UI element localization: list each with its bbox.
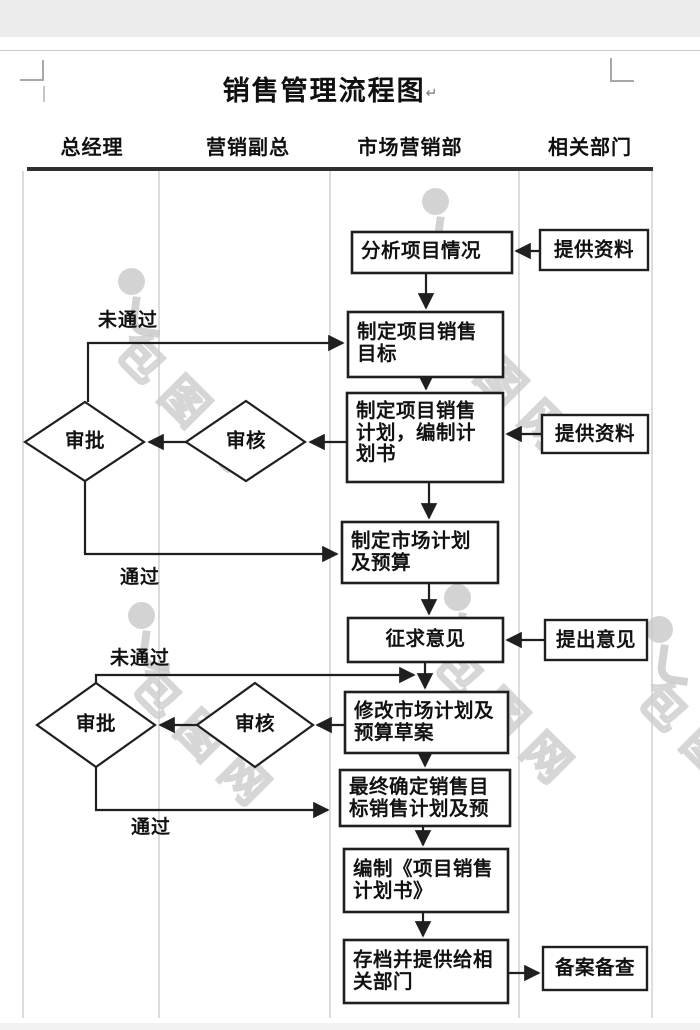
page-edge-line bbox=[0, 50, 700, 51]
watermark-logo-icon bbox=[444, 584, 471, 611]
node-archive-label: 存档并提供给相 关部门 bbox=[353, 949, 494, 993]
node-compile-label: 编制《项目销售 计划书》 bbox=[353, 858, 494, 902]
lane-header-general-manager: 总经理 bbox=[60, 137, 124, 159]
page-top-margin bbox=[0, 0, 700, 37]
watermark-logo-icon bbox=[128, 602, 155, 629]
lane-divider bbox=[329, 171, 331, 1018]
node-market-plan-box bbox=[340, 520, 500, 585]
node-finalize-label: 最终确定销售目 标销售计划及预 bbox=[349, 776, 490, 820]
node-revise-label: 修改市场计划及 预算草案 bbox=[354, 700, 495, 744]
node-solicit-label: 征求意见 bbox=[385, 628, 466, 650]
decision-review-1-diamond bbox=[184, 399, 307, 483]
edge-pass2-path bbox=[94, 767, 330, 819]
edge-label-fail-2: 未通过 bbox=[110, 648, 171, 669]
decision-approve-1-label: 审批 bbox=[64, 430, 105, 452]
watermark-logo-icon bbox=[646, 616, 673, 643]
decision-review-1-label: 审核 bbox=[225, 430, 266, 452]
edge-label-fail-1: 未通过 bbox=[98, 310, 159, 331]
node-record-label: 备案备查 bbox=[554, 957, 635, 979]
node-finalize-box bbox=[338, 768, 512, 828]
watermark-logo-icon bbox=[118, 268, 145, 295]
lane-divider bbox=[518, 171, 520, 1018]
edge-pass1-path bbox=[83, 481, 339, 563]
edge-fail1-path bbox=[86, 334, 345, 402]
edge-fail2-path bbox=[94, 666, 416, 684]
decision-approve-2-label: 审批 bbox=[75, 713, 116, 735]
node-provide-info-1-box bbox=[538, 228, 650, 272]
decision-approve-2-diamond bbox=[35, 681, 157, 769]
page-title: 销售管理流程图↵ bbox=[0, 69, 662, 108]
node-analyze-label: 分析项目情况 bbox=[361, 240, 482, 262]
lane-header-marketing-dept: 市场营销部 bbox=[357, 137, 463, 159]
node-give-opinion-label: 提出意见 bbox=[555, 629, 636, 651]
node-market-plan-label: 制定市场计划 及预算 bbox=[351, 530, 472, 574]
node-compile-box bbox=[342, 847, 510, 914]
node-provide-info-2-box bbox=[540, 413, 650, 455]
node-provide-info-2-label: 提供资料 bbox=[554, 423, 635, 445]
paragraph-mark-icon: ↵ bbox=[425, 84, 440, 101]
node-record-box bbox=[541, 945, 649, 992]
edge-label-pass-1: 通过 bbox=[120, 567, 161, 588]
lane-divider bbox=[22, 171, 24, 1018]
page-title-text: 销售管理流程图 bbox=[222, 76, 426, 106]
node-set-target-box bbox=[346, 310, 505, 379]
node-revise-box bbox=[343, 690, 510, 755]
node-make-plan-box bbox=[345, 391, 505, 484]
decision-approve-1-diamond bbox=[22, 400, 146, 483]
node-analyze-box bbox=[350, 230, 514, 275]
lane-divider bbox=[158, 171, 160, 1018]
node-make-plan-label: 制定项目销售 计划，编制计 划书 bbox=[356, 400, 477, 465]
text-boundary-corner-right-icon bbox=[610, 58, 634, 82]
decision-review-2-label: 审核 bbox=[234, 713, 275, 735]
watermark-logo-icon bbox=[422, 188, 449, 215]
node-archive-box bbox=[342, 938, 510, 1005]
edge-label-pass-2: 通过 bbox=[131, 817, 172, 838]
lane-divider bbox=[651, 171, 653, 1018]
text-boundary-corner-left-icon bbox=[20, 60, 44, 81]
decision-review-2-diamond bbox=[195, 681, 315, 769]
text-boundary-tick-icon bbox=[43, 86, 45, 102]
header-rule bbox=[27, 167, 653, 171]
node-solicit-box bbox=[346, 616, 505, 664]
node-provide-info-1-label: 提供资料 bbox=[553, 239, 634, 261]
node-set-target-label: 制定项目销售 目标 bbox=[357, 321, 478, 365]
page-bottom-margin bbox=[0, 1023, 700, 1030]
node-give-opinion-box bbox=[543, 618, 649, 662]
lane-header-related-depts: 相关部门 bbox=[548, 137, 632, 159]
lane-header-marketing-vp: 营销副总 bbox=[206, 137, 290, 159]
